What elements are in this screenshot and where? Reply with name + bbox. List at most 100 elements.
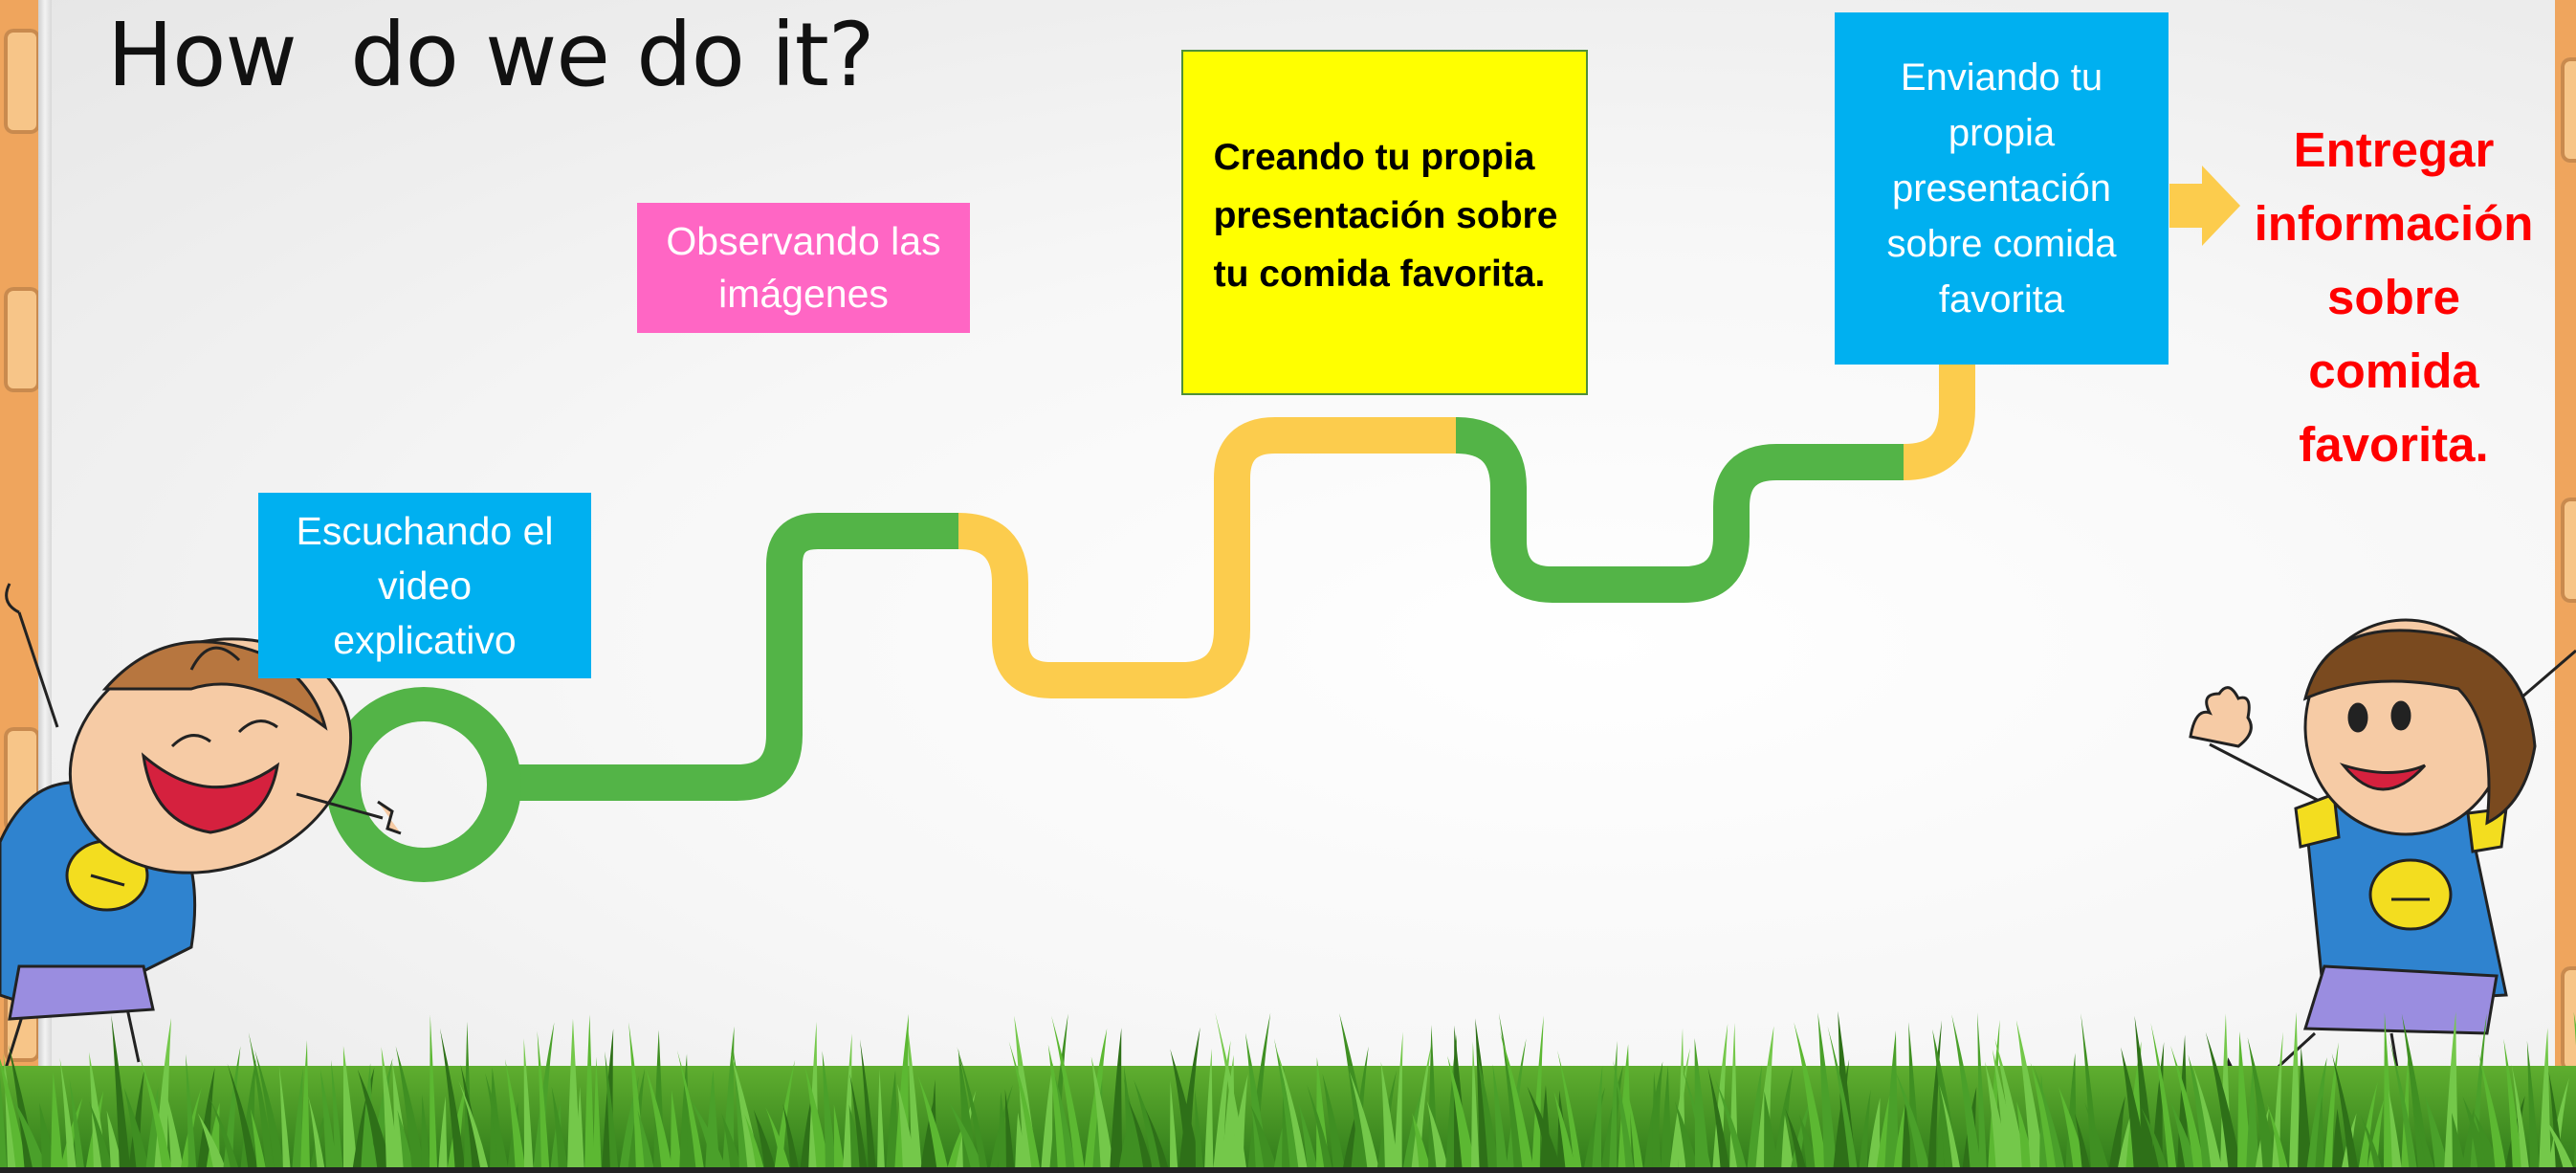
grass-blade — [1170, 1080, 1178, 1173]
grass-blade — [1895, 1071, 1931, 1173]
bottom-border-line — [0, 1167, 2576, 1173]
boy-right-illustration — [2189, 618, 2576, 1117]
grass-blade — [250, 1108, 267, 1173]
grass-blade — [2134, 1015, 2156, 1173]
step-2-line: Observando las — [666, 219, 941, 263]
goal-line: comida — [2308, 343, 2479, 398]
grass-blade — [1447, 1055, 1477, 1173]
grass-blade — [1939, 1084, 1962, 1173]
grass-blade — [2539, 1028, 2552, 1173]
grass-blade — [1054, 1074, 1077, 1173]
grass-blade — [1411, 1044, 1432, 1173]
grass-blade — [1110, 1028, 1123, 1173]
grass-blade — [69, 1078, 85, 1173]
grass-blade — [2332, 1108, 2346, 1173]
grass-blade — [1008, 1041, 1042, 1173]
grass-blade — [2267, 1103, 2289, 1173]
right-arrow-icon — [2169, 166, 2240, 246]
grass-blade — [357, 1069, 393, 1173]
grass-blade — [2298, 1047, 2313, 1173]
grass-blade — [2306, 1057, 2327, 1173]
grass-blade — [1128, 1099, 1155, 1173]
grass-blade — [438, 1096, 448, 1173]
grass-blade — [1215, 1012, 1247, 1173]
grass-blade — [1394, 1031, 1403, 1173]
grass-blade — [128, 1069, 144, 1173]
grass-blade — [1531, 1015, 1544, 1173]
grass-blade — [319, 1069, 339, 1173]
grass-blade — [331, 1059, 343, 1173]
grass-blade — [1794, 1022, 1829, 1173]
grass-blade — [523, 1038, 534, 1173]
grass-blade — [1838, 1010, 1857, 1173]
grass-blade — [1380, 1061, 1399, 1173]
grass-blade — [248, 1032, 275, 1173]
grass-blade — [308, 1096, 326, 1173]
grass-blade — [1170, 1049, 1202, 1173]
grass-blade — [0, 1075, 8, 1173]
grass-blade — [859, 1039, 877, 1173]
grass-blade — [254, 1050, 286, 1173]
grass-blade — [11, 1096, 49, 1173]
grass-blade — [2074, 1113, 2092, 1173]
grass-blade — [822, 1051, 837, 1173]
grass-blade — [1785, 1108, 1808, 1173]
path-segment-1 — [517, 513, 958, 801]
grass-blade — [123, 1087, 150, 1173]
step-4-line: sobre comida — [1886, 223, 2117, 265]
grass-blade — [1613, 1060, 1635, 1173]
step-3-line: presentación sobre — [1213, 195, 1558, 236]
grass-blade — [2412, 1109, 2436, 1173]
grass-blade — [593, 1056, 602, 1173]
step-2-line: imágenes — [718, 272, 889, 316]
grass-blade — [744, 1114, 765, 1173]
grass-blade — [0, 1058, 28, 1173]
grass-blade — [186, 1053, 197, 1173]
grass-blade — [753, 1109, 777, 1173]
grass-blade — [2150, 1023, 2177, 1173]
grass-blade — [1764, 1091, 1779, 1173]
grass-blade — [1412, 1113, 1432, 1173]
grass-blade — [690, 1097, 728, 1173]
grass-blade — [1859, 1089, 1871, 1173]
grass-blade — [2452, 1113, 2467, 1173]
grass-blade — [2542, 1114, 2576, 1173]
grass-blade — [2246, 1067, 2260, 1173]
grass-blade — [676, 1050, 705, 1173]
grass-blade — [1250, 1105, 1279, 1173]
step-4-line: propia — [1948, 112, 2056, 154]
grass-blade — [2247, 1037, 2277, 1173]
grass-blade — [1951, 1014, 1982, 1173]
goal-line: favorita. — [2299, 417, 2489, 472]
grass-blade — [2141, 1107, 2169, 1173]
grass-blade — [2367, 1099, 2385, 1173]
grass-blade — [1402, 1086, 1423, 1173]
grass-blade — [1322, 1073, 1346, 1173]
grass-blade — [1195, 1089, 1204, 1173]
grass-blade — [843, 1033, 852, 1173]
grass-blade — [2015, 1020, 2046, 1173]
grass-blade — [59, 1057, 77, 1173]
grass-blade — [1004, 1089, 1015, 1173]
grass-blade — [1609, 1040, 1618, 1173]
grass-blade — [1781, 1115, 1795, 1173]
grass-blade — [1471, 1041, 1480, 1173]
goal-line: sobre — [2327, 270, 2460, 324]
grass-blade — [1090, 1056, 1115, 1173]
grass-blade — [2323, 1042, 2339, 1173]
grass-blade — [2547, 1077, 2569, 1173]
grass-blade — [2573, 1133, 2576, 1173]
grass-blade — [2358, 1081, 2378, 1173]
grass-blade — [485, 1073, 510, 1173]
grass-blade — [782, 1103, 800, 1173]
grass-blade — [2401, 1013, 2431, 1173]
step-4-line: presentación — [1891, 167, 2112, 210]
grass-blade — [342, 1046, 359, 1173]
grass-blade — [439, 1028, 466, 1173]
grass-blade — [1652, 1072, 1662, 1173]
grass-blade — [671, 1090, 683, 1173]
grass-blade — [645, 1067, 673, 1173]
boy-left-illustration — [0, 583, 402, 1073]
grass-blade — [1041, 1062, 1053, 1173]
